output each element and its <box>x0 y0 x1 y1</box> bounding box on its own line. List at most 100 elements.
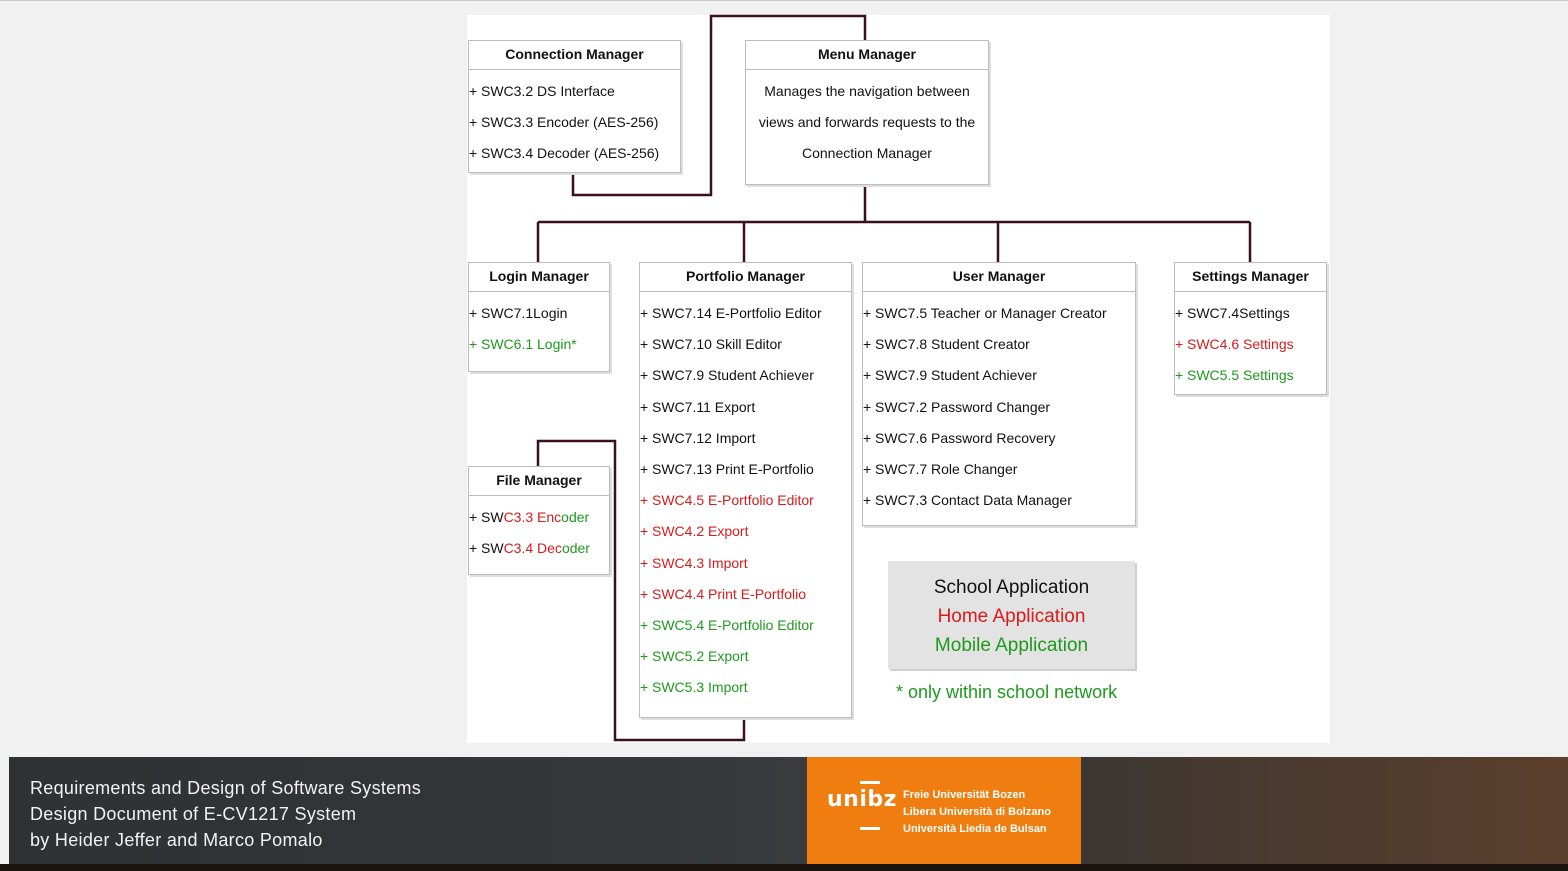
component-item: +SWC7.5 Teacher or Manager Creator <box>863 298 1135 329</box>
component-label: C3.4 <box>503 540 534 557</box>
component-label: oder <box>561 540 590 557</box>
component-label: SWC7.1Login <box>481 305 568 321</box>
plus-marker: + <box>640 398 649 415</box>
component-label: SW <box>481 509 504 525</box>
top-border <box>0 0 1568 1</box>
footer-document-title: Design Document of E-CV1217 System <box>30 804 357 824</box>
university-name-it: Libera Università di Bolzano <box>903 806 1051 818</box>
footnote: * only within school network <box>896 682 1118 702</box>
user-manager-title: User Manager <box>863 263 1135 292</box>
plus-marker: + <box>640 648 649 665</box>
plus-marker: + <box>469 509 478 525</box>
component-label: SWC3.4 Decoder (AES-256) <box>481 145 660 162</box>
slide-footer: Requirements and Design of Software Syst… <box>9 757 1568 864</box>
plus-marker: + <box>640 492 649 509</box>
plus-marker: + <box>1175 305 1184 321</box>
component-item: +SWC4.6 Settings <box>1175 329 1326 360</box>
component-label: SWC4.3 Import <box>652 554 748 571</box>
component-item: +SWC7.11 Export <box>640 392 851 423</box>
footer-course-title: Requirements and Design of Software Syst… <box>30 778 422 798</box>
plus-marker: + <box>863 398 872 415</box>
connector-portfolio-to-file <box>536 439 746 742</box>
component-label: Dec <box>533 540 562 557</box>
component-label: SWC3.2 DS Interface <box>481 83 615 99</box>
component-label: SWC7.2 Password Changer <box>875 398 1051 415</box>
component-label: SWC7.7 Role Changer <box>875 460 1018 477</box>
login-manager-box: Login Manager +SWC7.1Login+SWC6.1 Login* <box>468 262 610 372</box>
component-label: SWC3.3 Encoder (AES-256) <box>481 114 659 131</box>
component-item: +SWC7.9 Student Achiever <box>863 360 1135 391</box>
university-name-de: Freie Universität Bozen <box>903 789 1026 801</box>
component-label: SWC7.6 Password Recovery <box>875 429 1056 446</box>
user-manager-box: User Manager +SWC7.5 Teacher or Manager … <box>862 262 1136 526</box>
plus-marker: + <box>640 429 649 446</box>
menu-manager-desc-line: Connection Manager <box>802 145 932 162</box>
university-name-lld: Università Liedia de Bulsan <box>903 823 1047 835</box>
component-item: +SWC5.2 Export <box>640 641 851 672</box>
settings-manager-box: Settings Manager +SWC7.4Settings+SWC4.6 … <box>1174 262 1327 395</box>
component-label: SWC7.4Settings <box>1187 305 1290 321</box>
component-label: SWC4.5 E-Portfolio Editor <box>652 492 814 509</box>
component-item: +SWC4.3 Import <box>640 548 851 579</box>
plus-marker: + <box>863 305 872 321</box>
plus-marker: + <box>640 585 649 602</box>
component-item: +SWC7.2 Password Changer <box>863 392 1135 423</box>
settings-manager-items: +SWC7.4Settings+SWC4.6 Settings+SWC5.5 S… <box>1175 292 1326 392</box>
plus-marker: + <box>469 145 478 162</box>
component-item: +SWC7.8 Student Creator <box>863 329 1135 360</box>
portfolio-manager-items: +SWC7.14 E-Portfolio Editor+SWC7.10 Skil… <box>640 292 851 703</box>
unibz-logo-text: unibz <box>827 787 897 812</box>
component-label: SWC5.3 Import <box>652 679 748 696</box>
connection-manager-box: Connection Manager +SWC3.2 DS Interface+… <box>468 40 681 173</box>
component-item: +SWC3.4 Decoder <box>469 533 609 564</box>
component-item: +SWC5.5 Settings <box>1175 360 1326 391</box>
connection-manager-title: Connection Manager <box>469 41 680 70</box>
portfolio-manager-box: Portfolio Manager +SWC7.14 E-Portfolio E… <box>639 262 852 718</box>
plus-marker: + <box>469 336 478 353</box>
component-label: SWC7.13 Print E-Portfolio <box>652 460 814 477</box>
component-item: +SWC7.3 Contact Data Manager <box>863 485 1135 516</box>
component-label: SWC5.5 Settings <box>1187 367 1294 384</box>
component-item: +SWC4.4 Print E-Portfolio <box>640 579 851 610</box>
component-item: +SWC7.10 Skill Editor <box>640 329 851 360</box>
plus-marker: + <box>640 336 649 353</box>
component-label: SWC7.3 Contact Data Manager <box>875 492 1072 509</box>
university-logo-block: unibz Freie Universität Bozen Libera Uni… <box>807 757 1081 864</box>
login-manager-title: Login Manager <box>469 263 609 292</box>
plus-marker: + <box>469 540 478 557</box>
component-item: +SWC5.4 E-Portfolio Editor <box>640 610 851 641</box>
plus-marker: + <box>640 554 649 571</box>
component-item: +SWC6.1 Login* <box>469 329 609 360</box>
university-names: Freie Universität Bozen Libera Universit… <box>903 787 1051 838</box>
component-item: +SWC7.6 Password Recovery <box>863 423 1135 454</box>
plus-marker: + <box>640 523 649 540</box>
component-label: SWC6.1 Login* <box>481 336 577 353</box>
menu-manager-desc-line: views and forwards requests to the <box>758 114 976 131</box>
plus-marker: + <box>640 616 649 633</box>
plus-marker: + <box>640 367 649 384</box>
plus-marker: + <box>469 114 478 131</box>
legend-school-application: School Application <box>933 577 1090 598</box>
menu-manager-desc-line: Manages the navigation between <box>764 83 970 99</box>
menu-manager-description: Manages the navigation between views and… <box>746 70 988 170</box>
menu-manager-box: Menu Manager Manages the navigation betw… <box>745 40 989 185</box>
component-item: +SWC7.1Login <box>469 298 609 329</box>
component-label: SWC7.5 Teacher or Manager Creator <box>875 305 1107 321</box>
component-item: +SWC7.14 E-Portfolio Editor <box>640 298 851 329</box>
component-item: +SWC7.4Settings <box>1175 298 1326 329</box>
logo-bottom-bar <box>860 827 880 830</box>
component-label: SWC5.4 E-Portfolio Editor <box>652 616 814 633</box>
plus-marker: + <box>863 460 872 477</box>
file-manager-items: +SWC3.3 Encoder+SWC3.4 Decoder <box>469 496 609 564</box>
logo-top-bar <box>860 781 880 784</box>
portfolio-manager-title: Portfolio Manager <box>640 263 851 292</box>
legend-box: School Application Home Application Mobi… <box>888 561 1135 669</box>
plus-marker: + <box>863 429 872 446</box>
component-item: +SWC3.2 DS Interface <box>469 76 680 107</box>
footer-text: Requirements and Design of Software Syst… <box>30 775 421 853</box>
user-manager-items: +SWC7.5 Teacher or Manager Creator+SWC7.… <box>863 292 1135 516</box>
plus-marker: + <box>640 460 649 477</box>
login-manager-items: +SWC7.1Login+SWC6.1 Login* <box>469 292 609 360</box>
component-item: +SWC4.5 E-Portfolio Editor <box>640 485 851 516</box>
